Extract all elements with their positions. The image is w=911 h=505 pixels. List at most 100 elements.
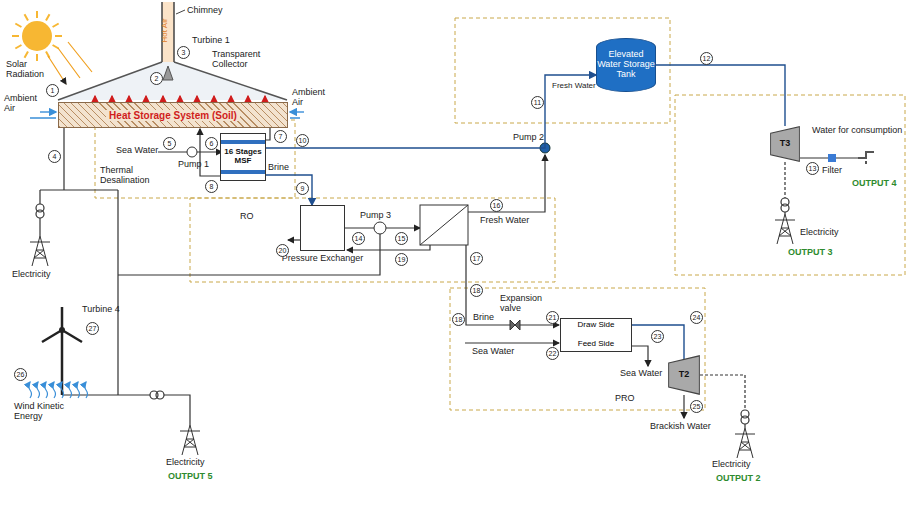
text-label: Filter — [822, 166, 842, 176]
node-text: T3 — [780, 139, 791, 149]
box-label: Heat Storage System (Soil) — [106, 110, 240, 121]
power-line — [745, 212, 785, 428]
callout-number: 3 — [177, 46, 190, 59]
callout-number: 6 — [205, 137, 218, 150]
flow-connector — [656, 65, 785, 126]
region-outline — [190, 198, 555, 282]
storage-band: Heat Storage System (Soil) — [58, 102, 288, 128]
callout-number: 7 — [274, 130, 287, 143]
sun-ray — [25, 52, 29, 58]
callout-number: 1 — [46, 84, 59, 97]
callout-number: 20 — [276, 244, 289, 257]
callout-number: 21 — [546, 311, 559, 324]
turbine-outline — [771, 127, 800, 162]
power-line — [741, 416, 749, 424]
pylon — [30, 236, 50, 266]
solar-chimney — [58, 62, 287, 100]
wind-turbine — [29, 382, 88, 398]
sun-ray — [15, 45, 21, 49]
component-symbol — [420, 205, 468, 245]
callout-number: 8 — [205, 180, 218, 193]
heat-arrow — [179, 96, 180, 101]
text-label: Hot Air — [161, 18, 170, 42]
exchanger-box: Pressure Exchanger — [300, 205, 345, 251]
text-label: RO — [240, 212, 254, 222]
wind-arrow — [29, 382, 32, 398]
pylon — [180, 425, 200, 455]
box-label: T3 — [780, 139, 791, 149]
box-label: Feed Side — [578, 335, 615, 349]
box-label: T2 — [679, 370, 690, 380]
output-label: OUTPUT 5 — [168, 472, 213, 482]
membrane-box: Draw SideFeed Side — [560, 318, 632, 352]
callout-number: 18 — [452, 313, 465, 326]
text-label: Brine — [268, 163, 289, 173]
wind-turbine — [42, 307, 82, 342]
callout-number: 17 — [470, 252, 483, 265]
node-text: Heat Storage System (Soil) — [106, 110, 240, 121]
callout-number: 24 — [690, 311, 703, 324]
text-label: Electricity — [800, 228, 839, 238]
text-label: Chimney — [187, 6, 223, 16]
text-label: Wind Kinetic Energy — [14, 402, 78, 422]
pipe — [466, 245, 510, 325]
text-label: PRO — [615, 394, 635, 404]
callout-number: 13 — [806, 162, 819, 175]
power-line — [700, 162, 785, 410]
text-label: Sea Water — [116, 146, 158, 156]
sun — [12, 11, 62, 61]
box-label: Draw Side — [578, 321, 615, 335]
node-text: T2 — [679, 370, 690, 380]
pipe — [288, 239, 300, 240]
node-text: Draw SideFeed Side — [578, 321, 615, 349]
node-text: 16 Stages MSF — [221, 148, 265, 166]
heat-arrow — [230, 96, 231, 101]
region-outline — [455, 18, 670, 123]
text-label: Fresh Water — [552, 82, 596, 91]
pylon — [735, 428, 755, 458]
component-symbol — [420, 205, 468, 245]
component-symbol — [187, 147, 197, 157]
region-outline — [95, 120, 295, 198]
heat-arrow — [196, 96, 197, 101]
text-label: Expansion valve — [500, 294, 544, 314]
text-label: Electricity — [166, 458, 205, 468]
wind-arrow — [85, 382, 88, 398]
pylon — [775, 214, 795, 244]
callout-number: 19 — [395, 253, 408, 266]
callout-number: 10 — [296, 134, 309, 147]
text-label: Turbine 4 — [82, 305, 120, 315]
output-label: OUTPUT 3 — [788, 248, 833, 258]
text-label: Turbine 1 — [192, 36, 230, 46]
sun-ray — [12, 35, 19, 37]
callout-number: 2 — [150, 72, 163, 85]
pipe — [632, 346, 648, 366]
heat-arrow — [145, 96, 146, 101]
sun-ray — [25, 14, 29, 20]
sun-ray — [53, 45, 59, 49]
power-line — [156, 391, 164, 399]
text-label: Pump 1 — [178, 160, 209, 170]
callout-number: 25 — [690, 400, 703, 413]
turbine-symbol: T2 — [668, 355, 700, 395]
text-label: Sea Water — [620, 369, 662, 379]
heat-arrow — [94, 96, 95, 101]
box-label: Elevated Water Storage Tank — [597, 50, 655, 80]
flow-connector — [266, 75, 596, 148]
text-label: Ambient Air — [292, 88, 328, 108]
box-heading: Pressure Exchanger — [282, 253, 364, 263]
turbine-outline — [669, 356, 700, 394]
power-line — [36, 128, 789, 428]
text-label: Brine — [473, 313, 494, 323]
text-label: Brackish Water — [650, 422, 711, 432]
solar-chimney — [40, 111, 56, 112]
heat-arrow — [162, 96, 163, 101]
wind-arrow — [45, 382, 48, 398]
power-line — [40, 128, 380, 425]
power-line — [781, 204, 789, 212]
callout-number: 14 — [352, 232, 365, 245]
wind-arrow — [77, 382, 80, 398]
